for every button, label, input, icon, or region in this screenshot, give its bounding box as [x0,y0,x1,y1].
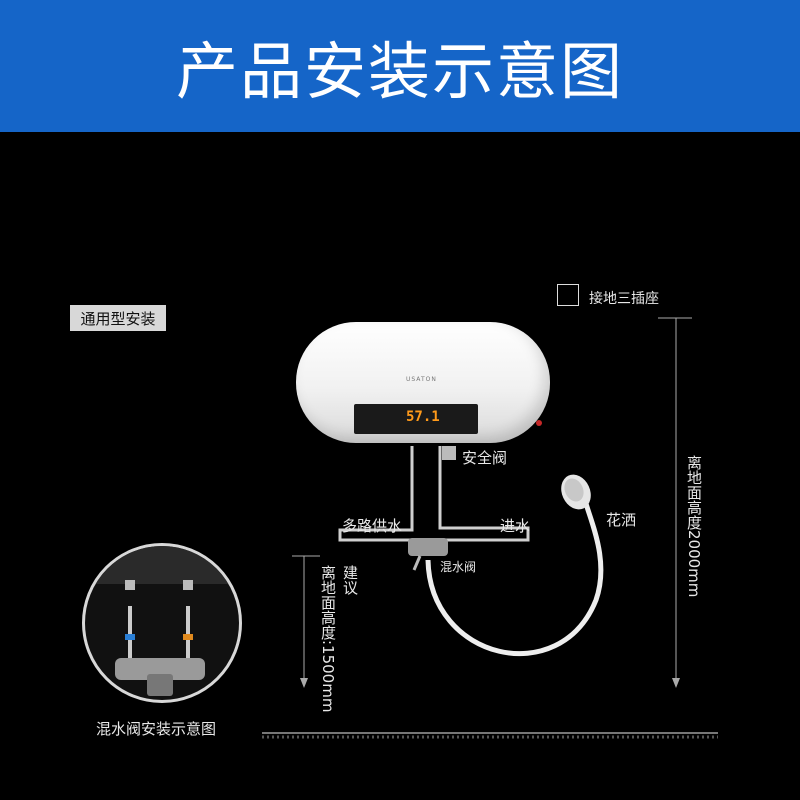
control-panel: 57.1 [354,404,478,434]
grounding-socket-label: 接地三插座 [589,291,659,307]
page-title: 产品安装示意图 [175,35,624,108]
shower-head-face [564,478,584,502]
recommend-label: 建议 [341,565,359,595]
universal-install-label: 通用型安装 [70,305,166,331]
brand-label: USATON [406,376,437,383]
water-heater: USATON 57.1 [296,322,550,443]
dim-1500-arrow [300,678,308,688]
dim-2000-arrow [672,678,680,688]
safety-valve-body [442,446,456,460]
mixing-valve-label: 混水阀 [440,560,477,574]
height-1500-label: 离地面高度:1500mm [319,565,337,713]
indicator-light [536,420,542,426]
temperature-display: 57.1 [406,409,440,425]
inset-heater-base [85,546,239,584]
safety-valve-label: 安全阀 [462,449,508,467]
supply-pipe-left [338,446,414,542]
water-inlet-label: 进水 [500,517,531,535]
mixing-valve-diagram-label: 混水阀安装示意图 [96,720,217,738]
title-banner: 产品安装示意图 [0,0,800,132]
mixing-valve-inset [82,543,242,703]
height-2000-label: 离地面高度2000mm [685,455,703,598]
socket-icon [557,284,579,306]
shower-head-label: 花洒 [606,511,637,529]
supply-pipe-right [438,446,530,542]
mixing-valve-body [408,538,448,556]
inset-valve-drawing [115,580,205,696]
mixing-valve-stem [412,555,422,571]
multi-supply-label: 多路供水 [342,517,403,535]
shower-hose [425,499,604,657]
